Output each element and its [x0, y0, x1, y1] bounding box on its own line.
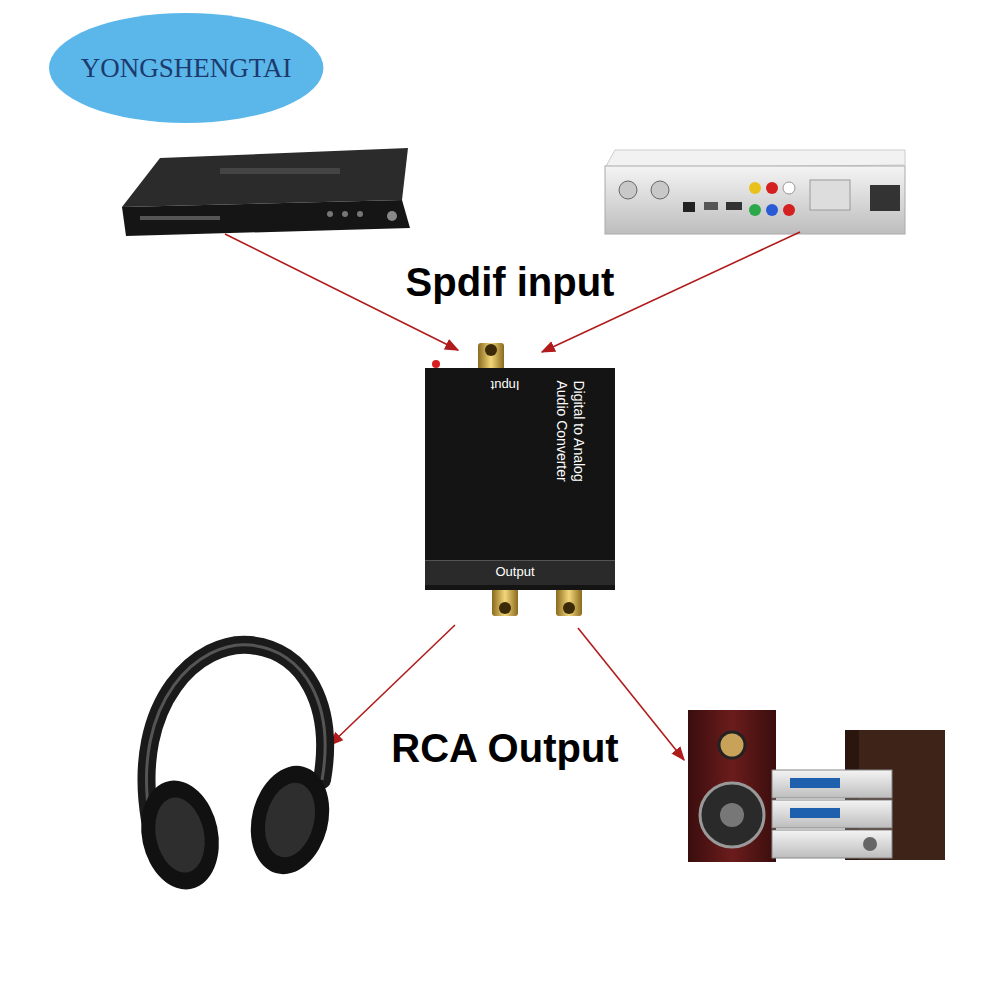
port-label: Output [425, 564, 605, 579]
ear-cup [131, 773, 228, 896]
headphones [131, 645, 340, 897]
signal-label: Spdif input [402, 259, 619, 305]
stb-panel [605, 166, 905, 234]
woofer-cone [720, 803, 744, 827]
receiver-display [790, 808, 840, 818]
set-top-box [605, 150, 905, 234]
logo-ellipse-shape [49, 13, 323, 123]
stb-rca-green [749, 204, 761, 216]
stb-rca-red [766, 182, 778, 194]
dvd-tray [140, 216, 220, 220]
device-name: Digital to Analog Audio Converter [553, 381, 587, 506]
signal-label: RCA Output [387, 725, 622, 771]
stb-rca-red [783, 204, 795, 216]
stb-top [605, 150, 905, 168]
ear-pad [258, 777, 323, 862]
tweeter [719, 732, 745, 758]
stb-rca-yellow [749, 182, 761, 194]
stb-usb-port [704, 202, 718, 210]
dvd-top-print [220, 168, 340, 174]
receiver-unit [772, 830, 892, 858]
brand-name: YONGSHENGTAI [81, 53, 292, 84]
receiver-display [790, 778, 840, 788]
output-jack [556, 588, 582, 616]
port-label: Input [475, 378, 535, 393]
output-jack-hole [563, 602, 575, 614]
receiver-unit [772, 800, 892, 828]
stb-hdmi-port [726, 202, 742, 210]
converter-box: Input Digital to Analog Audio ConverterOu… [425, 368, 615, 590]
logo-ellipse: YONGSHENGTAI [48, 12, 324, 124]
output-jack-hole [499, 602, 511, 614]
ear-pad [149, 793, 212, 877]
stb-antenna [619, 181, 637, 199]
left-speaker [688, 710, 776, 862]
dvd-button [327, 211, 333, 217]
dvd-jack [387, 211, 397, 221]
dvd-button [342, 211, 348, 217]
dvd-top [122, 148, 408, 207]
woofer [700, 783, 764, 847]
stb-optical-port [683, 202, 695, 212]
ear-cup [240, 757, 340, 882]
stereo-system [688, 710, 945, 862]
power-led [432, 360, 440, 368]
stb-rca-blue [766, 204, 778, 216]
dvd-player [122, 148, 410, 236]
stb-antenna [651, 181, 669, 199]
stb-power [870, 185, 900, 211]
volume-knob [863, 837, 877, 851]
dvd-front [122, 200, 410, 236]
output-jack [492, 588, 518, 616]
stb-sticker [810, 180, 850, 210]
receiver-unit [772, 770, 892, 798]
dvd-button [357, 211, 363, 217]
input-jack-hole [485, 344, 497, 356]
stb-rca-white [783, 182, 795, 194]
input-jack [478, 343, 504, 371]
